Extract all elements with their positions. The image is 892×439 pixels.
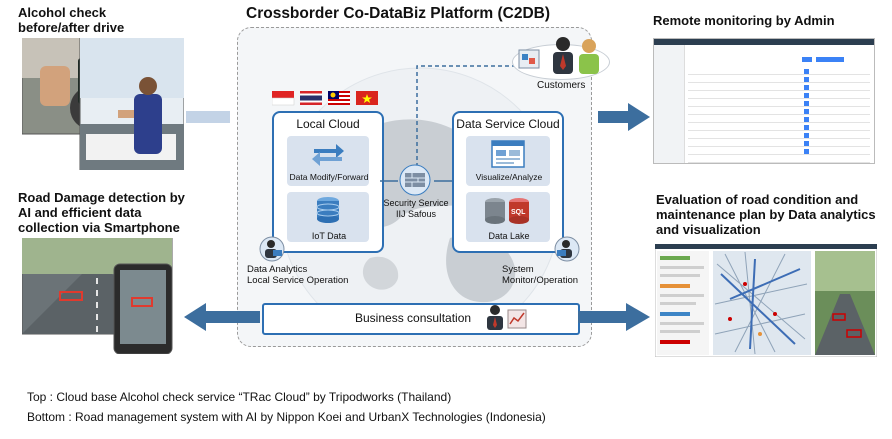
cloud-link-connector (380, 180, 452, 182)
alcohol-check-heading-line2: before/after drive (18, 20, 125, 35)
business-consultation-label: Business consultation (355, 311, 472, 325)
system-monitor-line1: System (502, 264, 534, 275)
evaluation-heading-line1: Evaluation of road condition and (656, 192, 859, 207)
iot-data-label: IoT Data (311, 231, 347, 241)
system-monitor-line2: Monitor/Operation (502, 275, 579, 286)
thailand-flag (300, 91, 322, 105)
platform-title: Crossborder Co-DataBiz Platform (C2DB) (246, 5, 551, 22)
consultant-icon (487, 305, 527, 330)
admin-dashboard-screenshot (653, 38, 875, 164)
road-damage-heading-line1: Road Damage detection by (18, 190, 185, 205)
remote-monitoring-heading: Remote monitoring by Admin (653, 13, 835, 28)
indonesia-flag (272, 91, 295, 106)
caption-bottom: Bottom : Road management system with AI … (27, 410, 546, 424)
visualize-label: Visualize/Analyze (475, 172, 543, 182)
security-firewall-icon (399, 164, 431, 196)
road-damage-heading-line3: collection via Smartphone (18, 220, 180, 235)
security-service-line1: Security Service (383, 198, 449, 208)
data-analytics-line1: Data Analytics (247, 264, 308, 275)
evaluation-heading-line2: maintenance plan by Data analytics (656, 207, 876, 222)
evaluation-heading-line3: and visualization (656, 222, 761, 237)
data-lake-label: Data Lake (488, 231, 530, 241)
alcohol-to-platform-arrow (186, 111, 230, 123)
platform-to-evaluation-arrow (578, 303, 650, 331)
system-monitor-label: System Monitor/Operation (502, 264, 578, 286)
malaysia-flag (328, 91, 350, 105)
alcohol-check-photos (22, 38, 184, 170)
platform-to-road-arrow (184, 303, 260, 331)
data-analytics-label: Data Analytics Local Service Operation (247, 264, 348, 286)
data-lake-icon (485, 198, 529, 224)
road-damage-heading: Road Damage detection by AI and efficien… (18, 190, 185, 235)
alcohol-check-heading: Alcohol check before/after drive (18, 5, 124, 35)
vietnam-flag (356, 91, 378, 105)
local-cloud-title: Local Cloud (296, 117, 360, 131)
business-consultation-box (262, 303, 580, 335)
dashboard-window-icon (491, 140, 525, 168)
security-service-label: Security Service IIJ Safous (374, 198, 458, 220)
database-icon (316, 197, 340, 223)
evaluation-heading: Evaluation of road condition and mainten… (656, 192, 876, 237)
data-analyst-icon (259, 236, 285, 262)
country-flags (272, 91, 378, 106)
customers-icon (518, 37, 599, 74)
data-lake-panel (466, 192, 550, 242)
customers-label: Customers (537, 80, 586, 91)
data-modify-label: Data Modify/Forward (289, 172, 369, 182)
security-service-line2: IIJ Safous (395, 209, 437, 219)
road-damage-photos (22, 238, 173, 354)
sync-arrows-icon (312, 144, 344, 166)
platform-to-monitoring-arrow (598, 103, 650, 131)
alcohol-check-heading-line1: Alcohol check (18, 5, 107, 20)
sql-label: SQL (511, 209, 526, 216)
road-damage-heading-line2: AI and efficient data (18, 205, 142, 220)
road-analytics-screenshot (655, 244, 877, 357)
system-operator-icon (554, 236, 580, 262)
caption-top: Top : Cloud base Alcohol check service “… (27, 390, 452, 404)
customers-connector (416, 65, 525, 174)
data-analytics-line2: Local Service Operation (247, 275, 349, 286)
data-service-cloud-title: Data Service Cloud (456, 117, 560, 131)
